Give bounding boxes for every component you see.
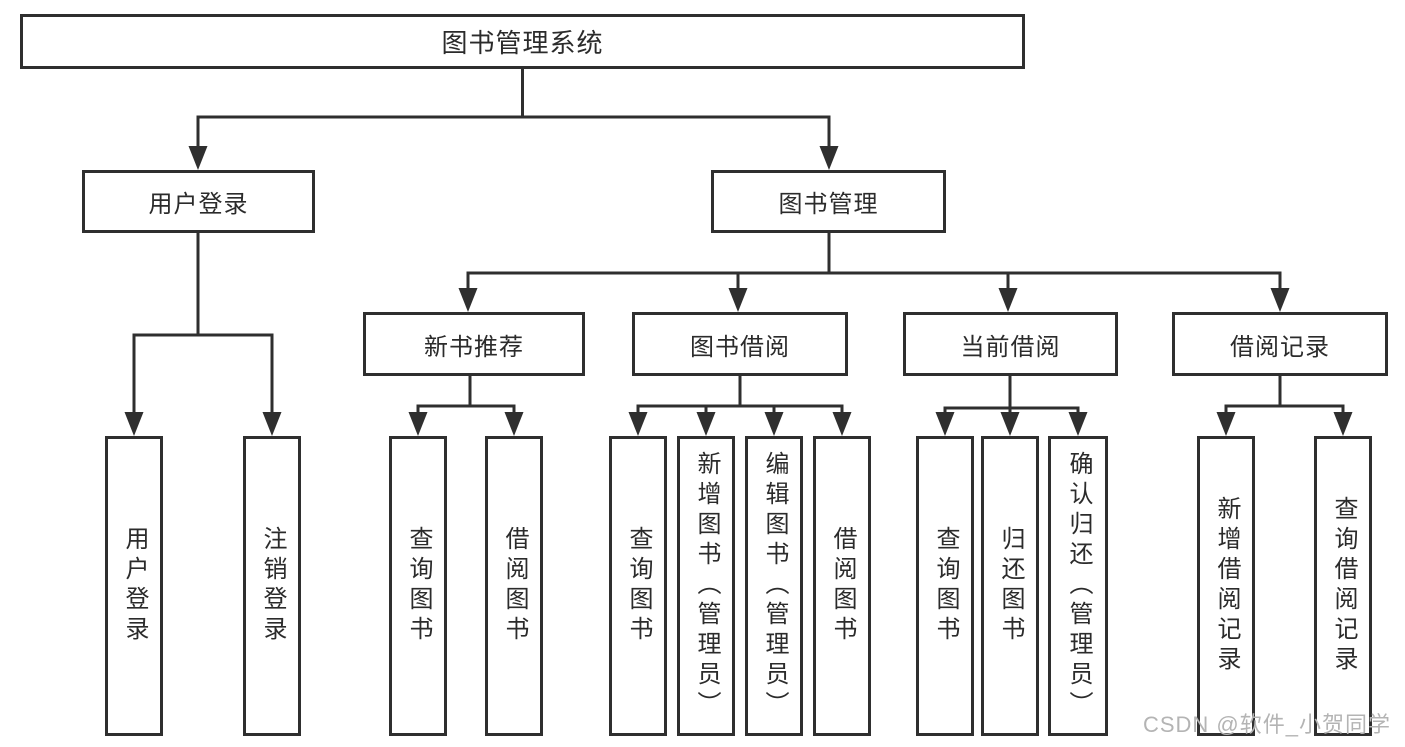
leaf-query-book-borrow-label: 查询图书 (625, 526, 652, 646)
leaf-query-borrow-record-label: 查询借阅记录 (1330, 496, 1357, 676)
leaf-borrow-book: 借阅图书 (813, 436, 871, 736)
leaf-user-login-label: 用户登录 (121, 526, 148, 646)
leaf-logout-login-label: 注销登录 (259, 526, 286, 646)
node-root: 图书管理系统 (20, 14, 1025, 69)
node-root-label: 图书管理系统 (441, 28, 604, 58)
leaf-add-book-admin-label: 新增图书（管理员） (693, 451, 720, 721)
node-borrow-record-label: 借阅记录 (1230, 333, 1330, 361)
csdn-watermark: CSDN @软件_小贺同学 (1142, 712, 1391, 737)
leaf-add-borrow-record-label: 新增借阅记录 (1213, 496, 1240, 676)
leaf-return-book: 归还图书 (981, 436, 1039, 736)
leaf-query-book-recommend-label: 查询图书 (405, 526, 432, 646)
node-new-book-recommend: 新书推荐 (363, 312, 585, 376)
leaf-query-book-current-label: 查询图书 (932, 526, 959, 646)
leaf-borrow-book-recommend: 借阅图书 (485, 436, 543, 736)
node-book-borrow-label: 图书借阅 (690, 333, 790, 361)
arrowheads (124, 146, 1353, 436)
leaf-confirm-return-admin: 确认归还（管理员） (1048, 436, 1108, 736)
node-current-borrow: 当前借阅 (903, 312, 1118, 376)
node-new-book-recommend-label: 新书推荐 (424, 333, 524, 361)
leaf-query-book-recommend: 查询图书 (389, 436, 447, 736)
node-borrow-record: 借阅记录 (1172, 312, 1388, 376)
node-book-borrow: 图书借阅 (632, 312, 848, 376)
leaf-query-book-borrow: 查询图书 (609, 436, 667, 736)
node-current-borrow-label: 当前借阅 (960, 333, 1061, 361)
node-book-management-label: 图书管理 (778, 191, 879, 218)
leaf-add-book-admin: 新增图书（管理员） (677, 436, 735, 736)
leaf-borrow-book-recommend-label: 借阅图书 (501, 526, 528, 646)
leaf-borrow-book-label: 借阅图书 (829, 526, 856, 646)
node-user-login-label: 用户登录 (148, 191, 249, 218)
leaf-query-borrow-record: 查询借阅记录 (1314, 436, 1372, 736)
leaf-return-book-label: 归还图书 (997, 526, 1024, 646)
leaf-edit-book-admin-label: 编辑图书（管理员） (761, 451, 788, 721)
node-book-management: 图书管理 (711, 170, 946, 233)
leaf-logout-login: 注销登录 (243, 436, 301, 736)
leaf-user-login: 用户登录 (105, 436, 163, 736)
node-user-login: 用户登录 (82, 170, 315, 233)
leaf-confirm-return-admin-label: 确认归还（管理员） (1065, 451, 1092, 721)
leaf-query-book-current: 查询图书 (916, 436, 974, 736)
leaf-edit-book-admin: 编辑图书（管理员） (745, 436, 803, 736)
leaf-add-borrow-record: 新增借阅记录 (1197, 436, 1255, 736)
